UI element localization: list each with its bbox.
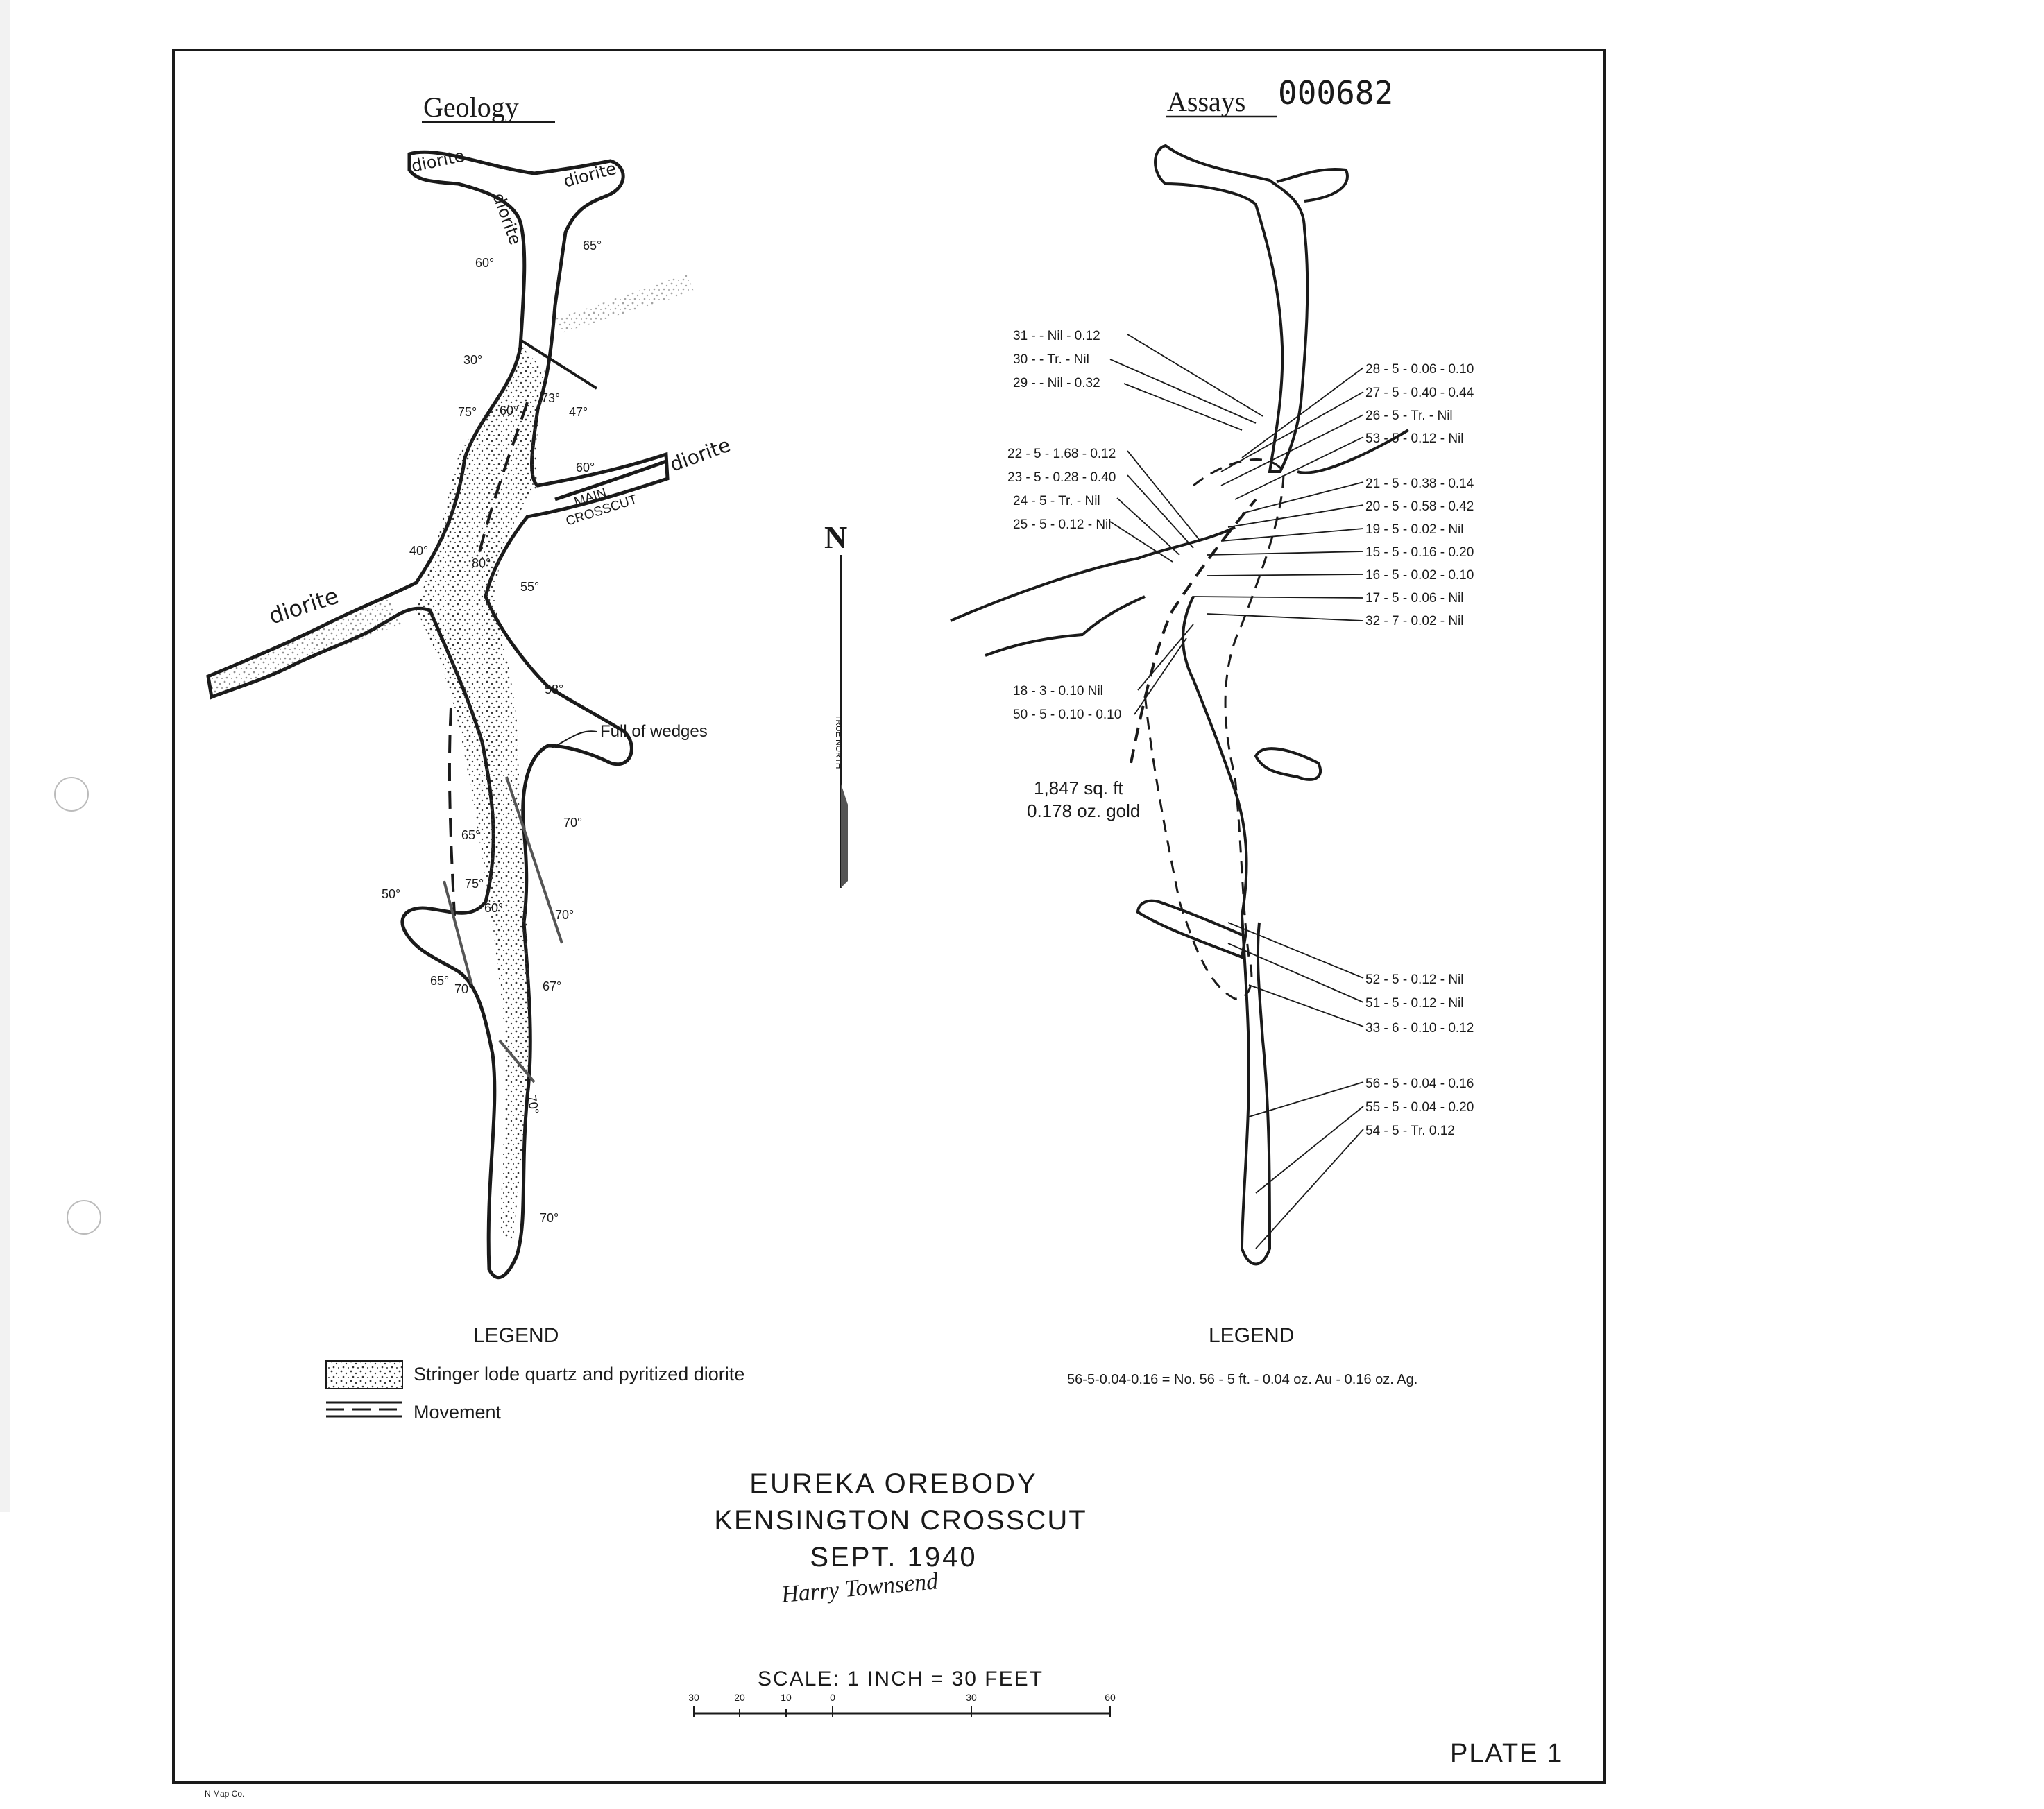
title-line: EUREKA OREBODY [749, 1468, 1037, 1499]
assay-sample: 32 - 7 - 0.02 - Nil [1365, 614, 1464, 628]
legend-item-label: Stringer lode quartz and pyritized diori… [414, 1364, 744, 1384]
assay-legend: LEGEND 56-5-0.04-0.16 = No. 56 - 5 ft. -… [1067, 1324, 1417, 1387]
dip-label: 30° [463, 353, 482, 367]
binder-hole [54, 777, 89, 812]
assay-sample: 26 - 5 - Tr. - Nil [1365, 409, 1453, 423]
assay-sample: 33 - 6 - 0.10 - 0.12 [1365, 1021, 1474, 1036]
geology-map: diorite diorite diorite diorite diorite … [206, 146, 733, 1279]
assay-sample: 53 - 5 - 0.12 - Nil [1365, 431, 1464, 446]
title-line: SEPT. 1940 [810, 1542, 977, 1572]
dip-label: 80° [472, 556, 491, 570]
scale-tick: 30 [688, 1692, 699, 1703]
binder-strip [0, 0, 10, 1512]
scale-bar: SCALE: 1 INCH = 30 FEET 30 20 10 0 30 60 [688, 1667, 1116, 1717]
stringer-lode-zone [416, 347, 548, 1242]
assay-sample: 31 - - Nil - 0.12 [1013, 329, 1100, 343]
assay-workings-outline [1154, 144, 1309, 473]
geology-legend: LEGEND Stringer lode quartz and pyritize… [325, 1324, 744, 1423]
rock-label: diorite [667, 434, 733, 477]
dip-label: 70° [454, 982, 473, 996]
north-arrow: N TRUE NORTH [824, 520, 848, 888]
plate-border [172, 49, 1606, 1784]
assay-sample: 15 - 5 - 0.16 - 0.20 [1365, 545, 1474, 560]
assay-sample: 28 - 5 - 0.06 - 0.10 [1365, 362, 1474, 377]
title-block: EUREKA OREBODY KENSINGTON CROSSCUT SEPT.… [714, 1468, 1087, 1608]
assay-sample: 27 - 5 - 0.40 - 0.44 [1365, 386, 1474, 400]
dip-label: 60° [576, 461, 595, 474]
dip-label: 60° [475, 256, 494, 270]
assay-sample: 50 - 5 - 0.10 - 0.10 [1013, 708, 1121, 722]
assay-sample: 54 - 5 - Tr. 0.12 [1365, 1124, 1455, 1138]
assay-sample: 51 - 5 - 0.12 - Nil [1365, 996, 1464, 1011]
dip-label: 73° [541, 391, 560, 405]
dip-label: 58° [545, 683, 563, 696]
scale-tick: 0 [830, 1692, 835, 1703]
dip-label: 65° [461, 828, 480, 842]
dip-label: 70° [525, 1094, 541, 1115]
assay-sample: 17 - 5 - 0.06 - Nil [1365, 591, 1464, 606]
dip-label: 65° [430, 974, 449, 988]
dip-label: 67° [543, 979, 561, 993]
assay-sample: 20 - 5 - 0.58 - 0.42 [1365, 499, 1474, 514]
assay-map: 1,847 sq. ft 0.178 oz. gold [950, 144, 1474, 1266]
geology-title: Geology [423, 92, 519, 123]
assay-sample: 52 - 5 - 0.12 - Nil [1365, 972, 1464, 987]
scale-tick: 10 [781, 1692, 792, 1703]
document-id-stamp: 000682 [1278, 74, 1393, 112]
dip-label: 75° [465, 877, 484, 891]
geology-note: Full of wedges [600, 722, 708, 741]
legend-heading: LEGEND [1209, 1324, 1294, 1347]
dip-label: 40° [409, 544, 428, 558]
area-note: 0.178 oz. gold [1027, 800, 1140, 821]
title-line: KENSINGTON CROSSCUT [714, 1505, 1087, 1536]
legend-heading: LEGEND [473, 1324, 559, 1347]
assay-sample: 22 - 5 - 1.68 - 0.12 [1007, 447, 1116, 461]
assay-sample: 21 - 5 - 0.38 - 0.14 [1365, 477, 1474, 491]
dip-label: 70° [555, 908, 574, 922]
north-label: TRUE NORTH [834, 714, 844, 769]
assay-sample: 55 - 5 - 0.04 - 0.20 [1365, 1100, 1474, 1115]
assay-sample: 30 - - Tr. - Nil [1013, 352, 1089, 367]
signature: Harry Townsend [780, 1568, 940, 1608]
scale-tick: 60 [1105, 1692, 1116, 1703]
plate-number: PLATE 1 [1450, 1739, 1563, 1768]
assays-title: Assays [1167, 86, 1245, 117]
dip-label: 50° [382, 887, 400, 901]
legend-item-label: Movement [414, 1402, 502, 1423]
dip-label: 70° [563, 816, 582, 830]
assay-sample: 25 - 5 - 0.12 - Nil [1013, 517, 1112, 532]
dip-label: 70° [540, 1211, 559, 1225]
assay-sample: 56 - 5 - 0.04 - 0.16 [1365, 1077, 1474, 1091]
dip-label: 47° [569, 405, 588, 419]
scale-tick: 20 [734, 1692, 745, 1703]
dip-label: 75° [458, 405, 477, 419]
north-letter: N [824, 520, 847, 555]
assay-sample: 23 - 5 - 0.28 - 0.40 [1007, 470, 1116, 485]
scale-label: SCALE: 1 INCH = 30 FEET [758, 1667, 1044, 1690]
assay-sample: 18 - 3 - 0.10 Nil [1013, 684, 1103, 698]
dip-label: 55° [520, 580, 539, 594]
dip-label: 65° [583, 239, 602, 252]
geology-workings-outline [206, 150, 670, 1279]
legend-stipple-swatch [325, 1360, 403, 1389]
binder-hole [67, 1200, 101, 1235]
scale-tick: 30 [966, 1692, 977, 1703]
dip-label: 60° [500, 404, 518, 418]
legend-example: 56-5-0.04-0.16 = No. 56 - 5 ft. - 0.04 o… [1067, 1372, 1417, 1387]
assay-sample: 24 - 5 - Tr. - Nil [1013, 494, 1100, 508]
printer-imprint: N Map Co. [205, 1789, 244, 1799]
dip-label: 60° [484, 901, 503, 915]
assay-sample: 16 - 5 - 0.02 - 0.10 [1365, 568, 1474, 583]
area-note: 1,847 sq. ft [1034, 778, 1123, 798]
assay-sample: 19 - 5 - 0.02 - Nil [1365, 522, 1464, 537]
assay-sample: 29 - - Nil - 0.32 [1013, 376, 1100, 391]
